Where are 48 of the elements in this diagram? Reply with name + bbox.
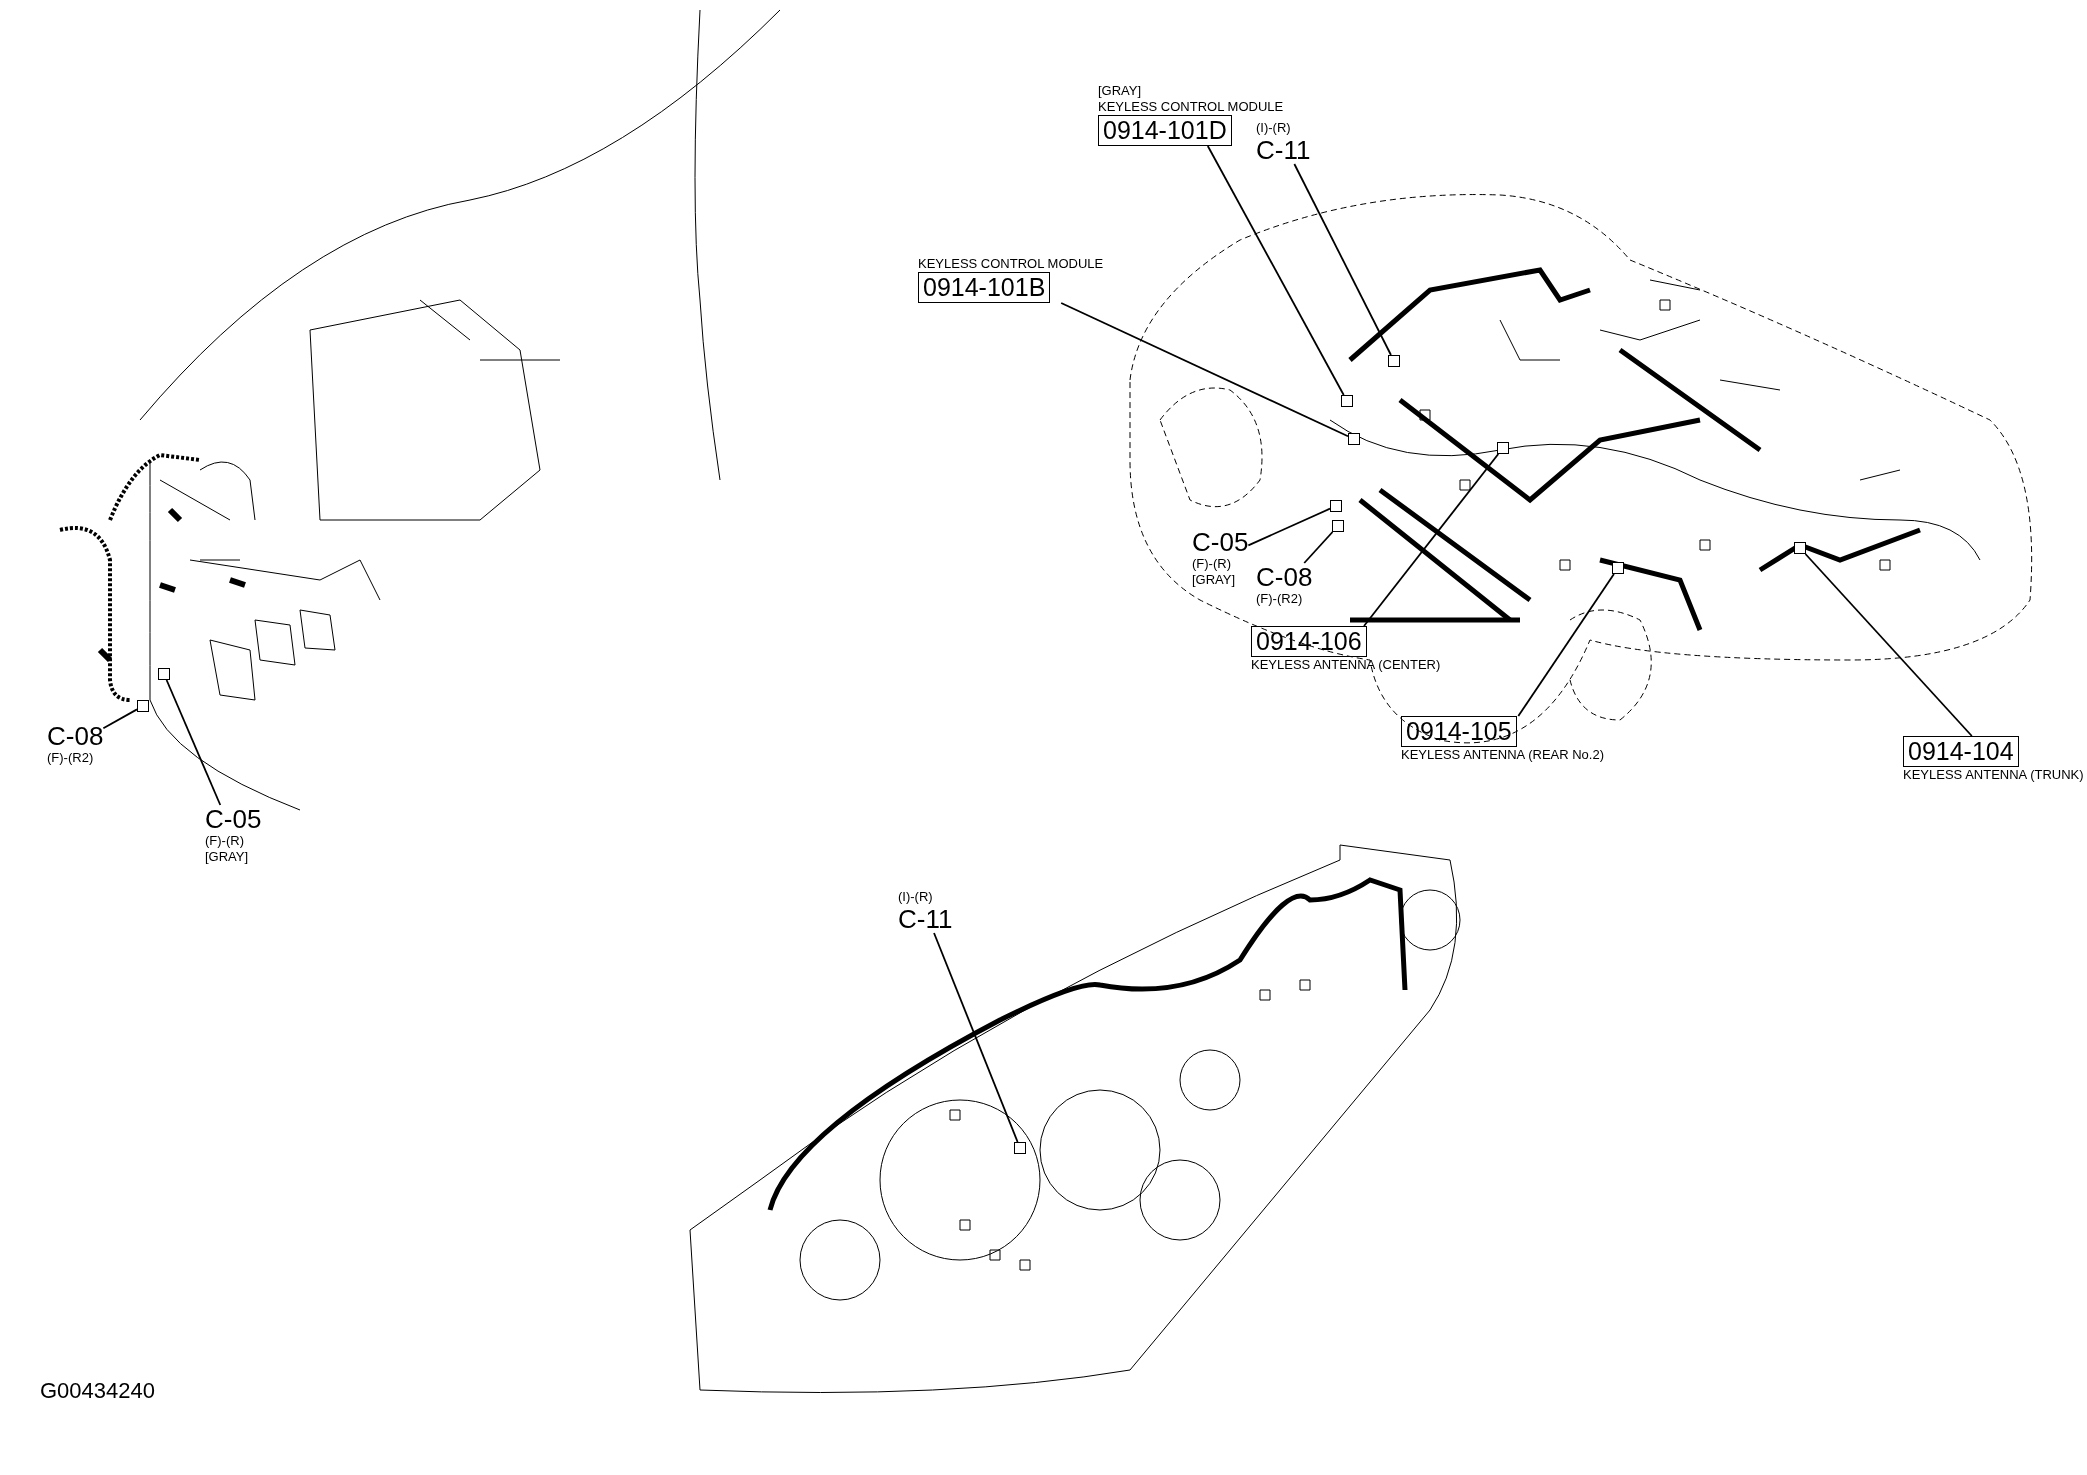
- connector-code: C-05: [1192, 528, 1249, 556]
- callout-note: (I)-(R): [1256, 120, 1291, 136]
- part-number: 0914-101D: [1098, 115, 1232, 146]
- callout-note: [GRAY]: [205, 849, 249, 865]
- callout-note: (F)-(R2): [1256, 591, 1303, 607]
- connector-code: C-11: [1256, 136, 1311, 164]
- leader-line: [1517, 573, 1615, 717]
- part-number: 0914-101B: [918, 272, 1051, 303]
- connector-code: C-08: [47, 722, 104, 750]
- connector-icon: [1330, 500, 1342, 512]
- leader-line: [1293, 163, 1392, 356]
- connector-icon: [158, 668, 170, 680]
- callout-note: KEYLESS ANTENNA (TRUNK): [1903, 767, 2084, 783]
- leader-line: [102, 708, 138, 730]
- callout-note: KEYLESS CONTROL MODULE: [918, 256, 1104, 272]
- leader-line: [1804, 553, 1973, 737]
- callout-note: [GRAY]: [1192, 572, 1236, 588]
- connector-icon: [1388, 355, 1400, 367]
- callout-note: [GRAY]: [1098, 83, 1142, 99]
- callout-note: (F)-(R2): [47, 750, 94, 766]
- callout-note: (F)-(R): [1192, 556, 1231, 572]
- connector-code: C-08: [1256, 563, 1313, 591]
- leader-line: [1060, 302, 1349, 438]
- leader-line: [1206, 145, 1345, 396]
- callout-note: KEYLESS ANTENNA (CENTER): [1251, 657, 1441, 673]
- leader-line: [1247, 507, 1331, 547]
- connector-code: C-11: [898, 905, 953, 933]
- callout-note: (I)-(R): [898, 889, 933, 905]
- connector-icon: [1612, 562, 1624, 574]
- connector-code: C-05: [205, 805, 262, 833]
- figure-code: G00434240: [40, 1378, 155, 1404]
- part-number: 0914-105: [1401, 716, 1517, 747]
- part-number: 0914-106: [1251, 626, 1367, 657]
- leader-line: [1363, 453, 1500, 627]
- callout-note: KEYLESS CONTROL MODULE: [1098, 99, 1284, 115]
- connector-icon: [1332, 520, 1344, 532]
- leader-line: [165, 679, 222, 806]
- connector-icon: [1348, 433, 1360, 445]
- leader-line: [1303, 531, 1334, 564]
- connector-icon: [1341, 395, 1353, 407]
- connector-icon: [137, 700, 149, 712]
- leader-line: [933, 932, 1019, 1143]
- part-number: 0914-104: [1903, 736, 2019, 767]
- connector-icon: [1014, 1142, 1026, 1154]
- connector-icon: [1794, 542, 1806, 554]
- callout-note: (F)-(R): [205, 833, 244, 849]
- connector-icon: [1497, 442, 1509, 454]
- callout-note: KEYLESS ANTENNA (REAR No.2): [1401, 747, 1604, 763]
